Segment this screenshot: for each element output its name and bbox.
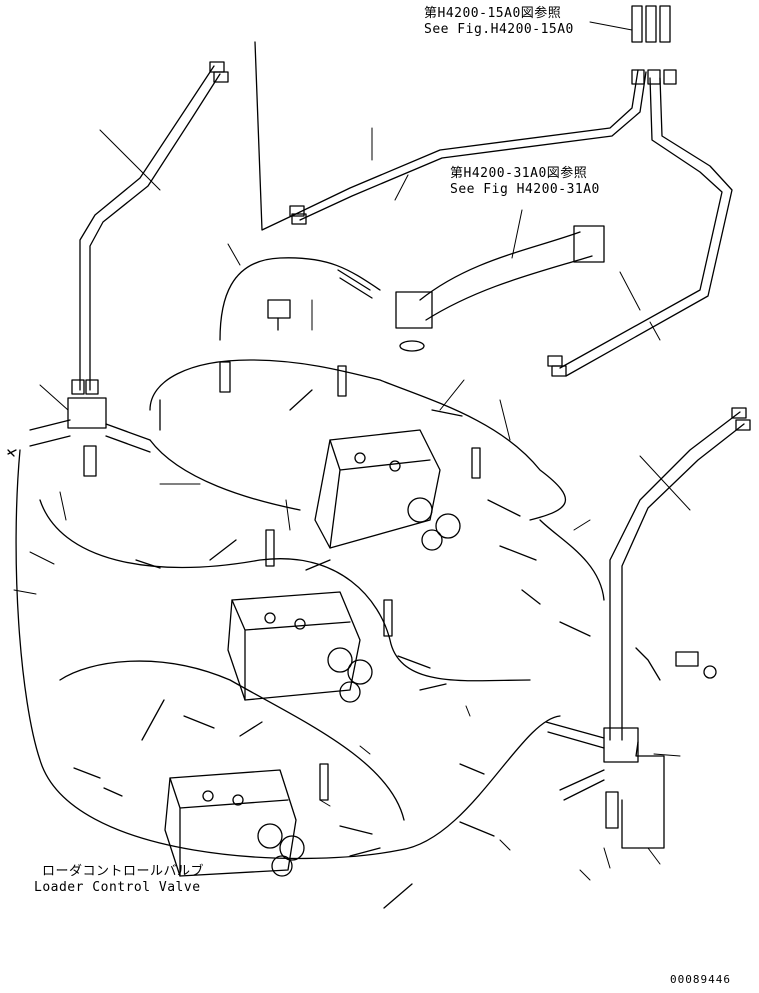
valve-label-en: Loader Control Valve — [34, 880, 201, 895]
control-valve-top — [314, 429, 461, 551]
drawing-number: 00089446 — [670, 973, 731, 986]
fittings — [73, 269, 591, 909]
reference-31a0-jp: 第H4200-31A0図参照 — [450, 166, 588, 181]
upper-right-pipe-bundle — [289, 5, 733, 377]
control-valve-bottom — [164, 769, 305, 877]
right-pipe-bundle — [545, 407, 751, 849]
reference-31a0-en: See Fig H4200-31A0 — [450, 182, 600, 197]
upper-left-pipe-bundle — [71, 41, 301, 395]
valve-label-jp: ローダコントロールバルブ — [42, 864, 205, 879]
left-manifold-block — [7, 397, 151, 477]
suction-hose — [395, 225, 605, 352]
reference-15a0-en: See Fig.H4200-15A0 — [424, 22, 574, 37]
leader-lines — [13, 21, 691, 881]
control-valve-middle — [227, 591, 373, 703]
hose-loops — [15, 257, 605, 860]
reference-15a0-jp: 第H4200-15A0図参照 — [424, 6, 562, 21]
